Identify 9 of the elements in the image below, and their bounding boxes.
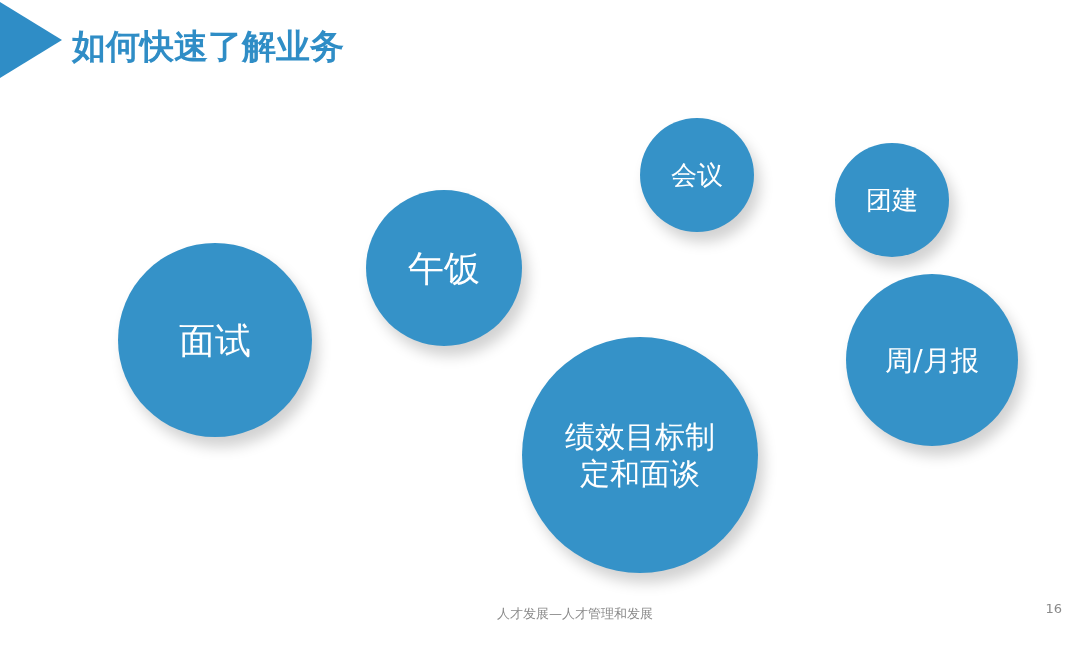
topic-label: 绩效目标制定和面谈 [564, 417, 716, 493]
topic-label: 团建 [866, 183, 918, 217]
page-number: 16 [1045, 601, 1062, 616]
topic-label: 面试 [179, 318, 251, 363]
topic-label: 周/月报 [885, 342, 979, 378]
slide-title: 如何快速了解业务 [72, 25, 344, 68]
footer-text: 人才发展—人才管理和发展 [497, 605, 653, 623]
topic-label: 午饭 [408, 246, 480, 291]
topic-label: 会议 [671, 158, 723, 192]
